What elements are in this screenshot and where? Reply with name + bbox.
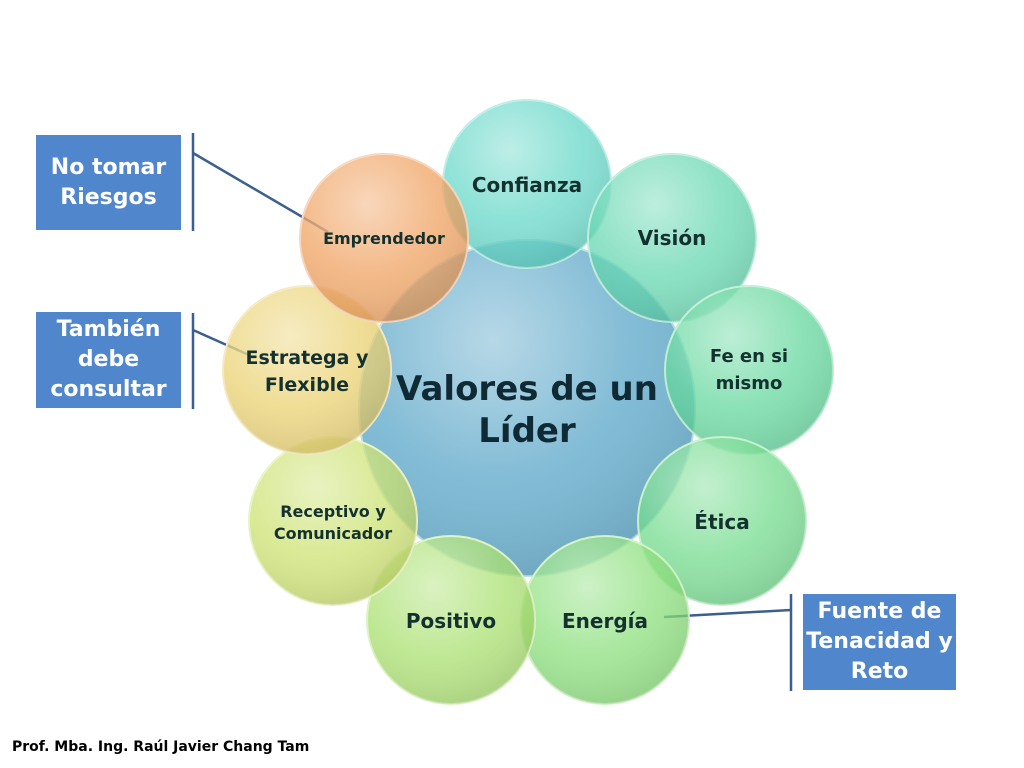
callout-fuente-text: Fuente de Tenacidad y Reto (806, 599, 953, 684)
estratega-label-line2: Flexible (265, 374, 349, 396)
receptivo-shine (249, 437, 417, 605)
author-footer: Prof. Mba. Ing. Raúl Javier Chang Tam (12, 739, 310, 755)
receptivo-label-line1: Receptivo y (280, 502, 386, 521)
node-emprendedor: Emprendedor (299, 153, 469, 323)
energia-label: Energía (562, 609, 648, 633)
fe-shine (665, 286, 833, 454)
positivo-shine (367, 536, 535, 704)
emprendedor-label: Emprendedor (323, 229, 445, 248)
confianza-shine (443, 100, 611, 268)
node-positivo: Positivo (366, 535, 536, 705)
node-energia: Energía (520, 535, 690, 705)
node-etica: Ética (637, 436, 807, 606)
emprendedor-shine (300, 154, 468, 322)
callout-fuente-tenacidad: Fuente de Tenacidad y Reto (803, 594, 956, 690)
estratega-label-line1: Estratega y (246, 347, 370, 369)
receptivo-label-line2: Comunicador (274, 524, 392, 543)
center-title-line2: Líder (478, 411, 576, 451)
center-shine (359, 240, 695, 576)
etica-label: Ética (694, 510, 749, 534)
estratega-shine (223, 286, 391, 454)
node-confianza: Confianza (442, 99, 612, 269)
callout-tambien-text: También debe consultar (50, 317, 167, 402)
energia-shine (521, 536, 689, 704)
center-title-line1: Valores de un (396, 369, 658, 409)
node-vision: Visión (587, 153, 757, 323)
node-fe-en-si-mismo: Fe en si mismo (664, 285, 834, 455)
callout-no-tomar-text: No tomar Riesgos (50, 154, 167, 210)
node-receptivo: Receptivo y Comunicador (248, 436, 418, 606)
vision-label: Visión (638, 226, 707, 250)
etica-shine (638, 437, 806, 605)
vision-shine (588, 154, 756, 322)
fe-label-line1: Fe en si (710, 346, 788, 367)
callout-no-tomar-riesgos: No tomar Riesgos (36, 135, 181, 230)
callout-tambien-debe-consultar: También debe consultar (36, 312, 181, 408)
center-node: Valores de un Líder (358, 239, 696, 577)
node-estratega: Estratega y Flexible (222, 285, 392, 455)
fe-label-line2: mismo (716, 373, 783, 394)
positivo-label: Positivo (406, 609, 496, 633)
confianza-label: Confianza (472, 173, 582, 197)
